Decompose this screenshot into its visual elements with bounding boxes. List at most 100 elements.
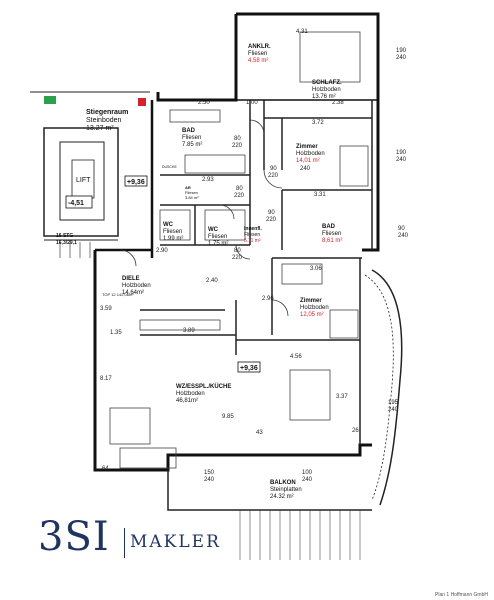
- room-diele-name: DIELE: [122, 276, 140, 282]
- room-wc2-name: WC: [208, 227, 219, 233]
- interior-walls: [140, 100, 373, 445]
- dim: 80: [234, 136, 241, 142]
- room-ar-floor: Fliesen: [185, 190, 198, 195]
- dim: 1.35: [110, 330, 122, 336]
- dim: 64: [102, 466, 109, 472]
- room-ar-name: AR: [185, 185, 191, 190]
- dim: 3.72: [312, 120, 324, 126]
- room-bad1-name: BAD: [182, 128, 196, 134]
- room-diele-floor: Holzboden: [122, 283, 151, 289]
- dim: 3.06: [310, 266, 322, 272]
- company-logo: 3SI MAKLER: [38, 506, 221, 566]
- room-labels: ANKLR. Fliesen 4.58 m² SCHLAFZ. Holzbode…: [86, 44, 342, 500]
- dim: 90: [268, 210, 275, 216]
- red-markers: [44, 96, 146, 106]
- room-wz-name: WZ/ESSPL./KÜCHE: [176, 383, 231, 390]
- room-innenfl-area: 5.11 m²: [244, 238, 261, 244]
- dim: 150: [204, 470, 215, 476]
- dim: 90: [270, 166, 277, 172]
- stair-dim: 16,3/29,1: [56, 240, 77, 246]
- dimensions: 4.31 190 240 1.00 2.50 2.38 3.72 80 220 …: [100, 29, 409, 483]
- dim: 3.59: [100, 306, 112, 312]
- level-marker-2: +9,36: [240, 365, 258, 372]
- room-balkon-name: BALKON: [270, 480, 296, 486]
- dim: 90: [398, 226, 405, 232]
- room-bad2-area: 8,61 m²: [322, 238, 342, 244]
- room-wz-area: 46,81m²: [176, 398, 198, 404]
- room-schlafz-area: 13.76 m²: [312, 94, 336, 100]
- room-wc2-floor: Fliesen: [208, 234, 227, 240]
- room-anklr-area: 4.58 m²: [248, 58, 268, 64]
- logo-mark: 3SI: [38, 514, 110, 560]
- dim: 2.40: [206, 278, 218, 284]
- room-anklr-floor: Fliesen: [248, 51, 267, 57]
- logo-text: MAKLER: [130, 532, 221, 552]
- dim: 2.50: [198, 100, 210, 106]
- room-innenfl-floor: Fliesen: [244, 232, 260, 238]
- dim: 3.31: [314, 192, 326, 198]
- lift-label: LIFT: [76, 177, 91, 184]
- room-bad2-floor: Fliesen: [322, 231, 341, 237]
- furniture: [109, 31, 369, 469]
- room-bad1-area: 7.85 m²: [182, 142, 202, 148]
- room-wc1-name: WC: [163, 222, 174, 228]
- dim: 240: [300, 166, 311, 172]
- dim: 2.90: [156, 248, 168, 254]
- room-diele-area: 14.64m²: [122, 290, 144, 296]
- room-zimmer1-name: Zimmer: [296, 144, 318, 150]
- dim: 4.56: [290, 354, 302, 360]
- dim: 220: [232, 143, 243, 149]
- room-schlafz-name: SCHLAFZ.: [312, 80, 342, 86]
- room-stiegen-floor: Steinboden: [86, 117, 122, 124]
- room-stiegen-name: Stiegenraum: [86, 109, 128, 116]
- room-ar-area: 3.84 m²: [185, 195, 199, 200]
- dim: 220: [232, 255, 243, 261]
- dim: 2.38: [332, 100, 344, 106]
- dim: 8.17: [100, 376, 112, 382]
- room-zimmer1-floor: Holzboden: [296, 151, 325, 157]
- room-wc2-area: 1.75 m²: [208, 241, 228, 247]
- room-wc1-floor: Fliesen: [163, 229, 182, 235]
- dim: 80: [236, 186, 243, 192]
- dim: 2.93: [202, 177, 214, 183]
- lift-level: -4,51: [68, 200, 84, 207]
- dim: 240: [388, 407, 399, 413]
- dim: 220: [266, 217, 277, 223]
- room-innenfl-name: Innenfl.: [244, 226, 262, 232]
- room-bad2-name: BAD: [322, 224, 336, 230]
- room-wc1-area: 1.99 m²: [163, 236, 183, 242]
- doors: [119, 119, 289, 317]
- dim: 190: [396, 150, 407, 156]
- stair-count: 16 STG: [56, 233, 73, 239]
- dim: 100: [302, 470, 313, 476]
- room-schlafz-floor: Holzboden: [312, 87, 341, 93]
- logo-divider: [124, 528, 125, 558]
- dim: 80: [234, 248, 241, 254]
- dim: 240: [302, 477, 313, 483]
- dim: 4.31: [296, 29, 308, 35]
- dim: 240: [396, 55, 407, 61]
- bar-dim: 3.89: [183, 328, 195, 334]
- dim: 9.85: [222, 414, 234, 420]
- room-anklr-name: ANKLR.: [248, 44, 271, 50]
- room-stiegen-area: 13.27 m²: [86, 125, 114, 132]
- dim: 240: [396, 157, 407, 163]
- dim: 240: [398, 233, 409, 239]
- dim: 220: [234, 193, 245, 199]
- room-zimmer1-area: 14,01 m²: [296, 158, 320, 164]
- level-marker: +9,36: [127, 179, 145, 186]
- dim: 43: [256, 430, 263, 436]
- dim: 1.00: [246, 100, 258, 106]
- room-balkon-floor: Steinplatten: [270, 487, 302, 493]
- shower-label: DUSCHE: [162, 165, 177, 169]
- dim: 220: [268, 173, 279, 179]
- dim: 3.37: [336, 394, 348, 400]
- room-wz-floor: Holzboden: [176, 391, 205, 397]
- dim: 190: [396, 48, 407, 54]
- dim: 26: [352, 428, 359, 434]
- misc-labels: LIFT +9,36 +9,36 -4,51 16 STG 16,3/29,1 …: [56, 165, 261, 373]
- dim: 195: [388, 400, 399, 406]
- dim: 240: [204, 477, 215, 483]
- room-zimmer2-area: 12,05 m²: [300, 312, 324, 318]
